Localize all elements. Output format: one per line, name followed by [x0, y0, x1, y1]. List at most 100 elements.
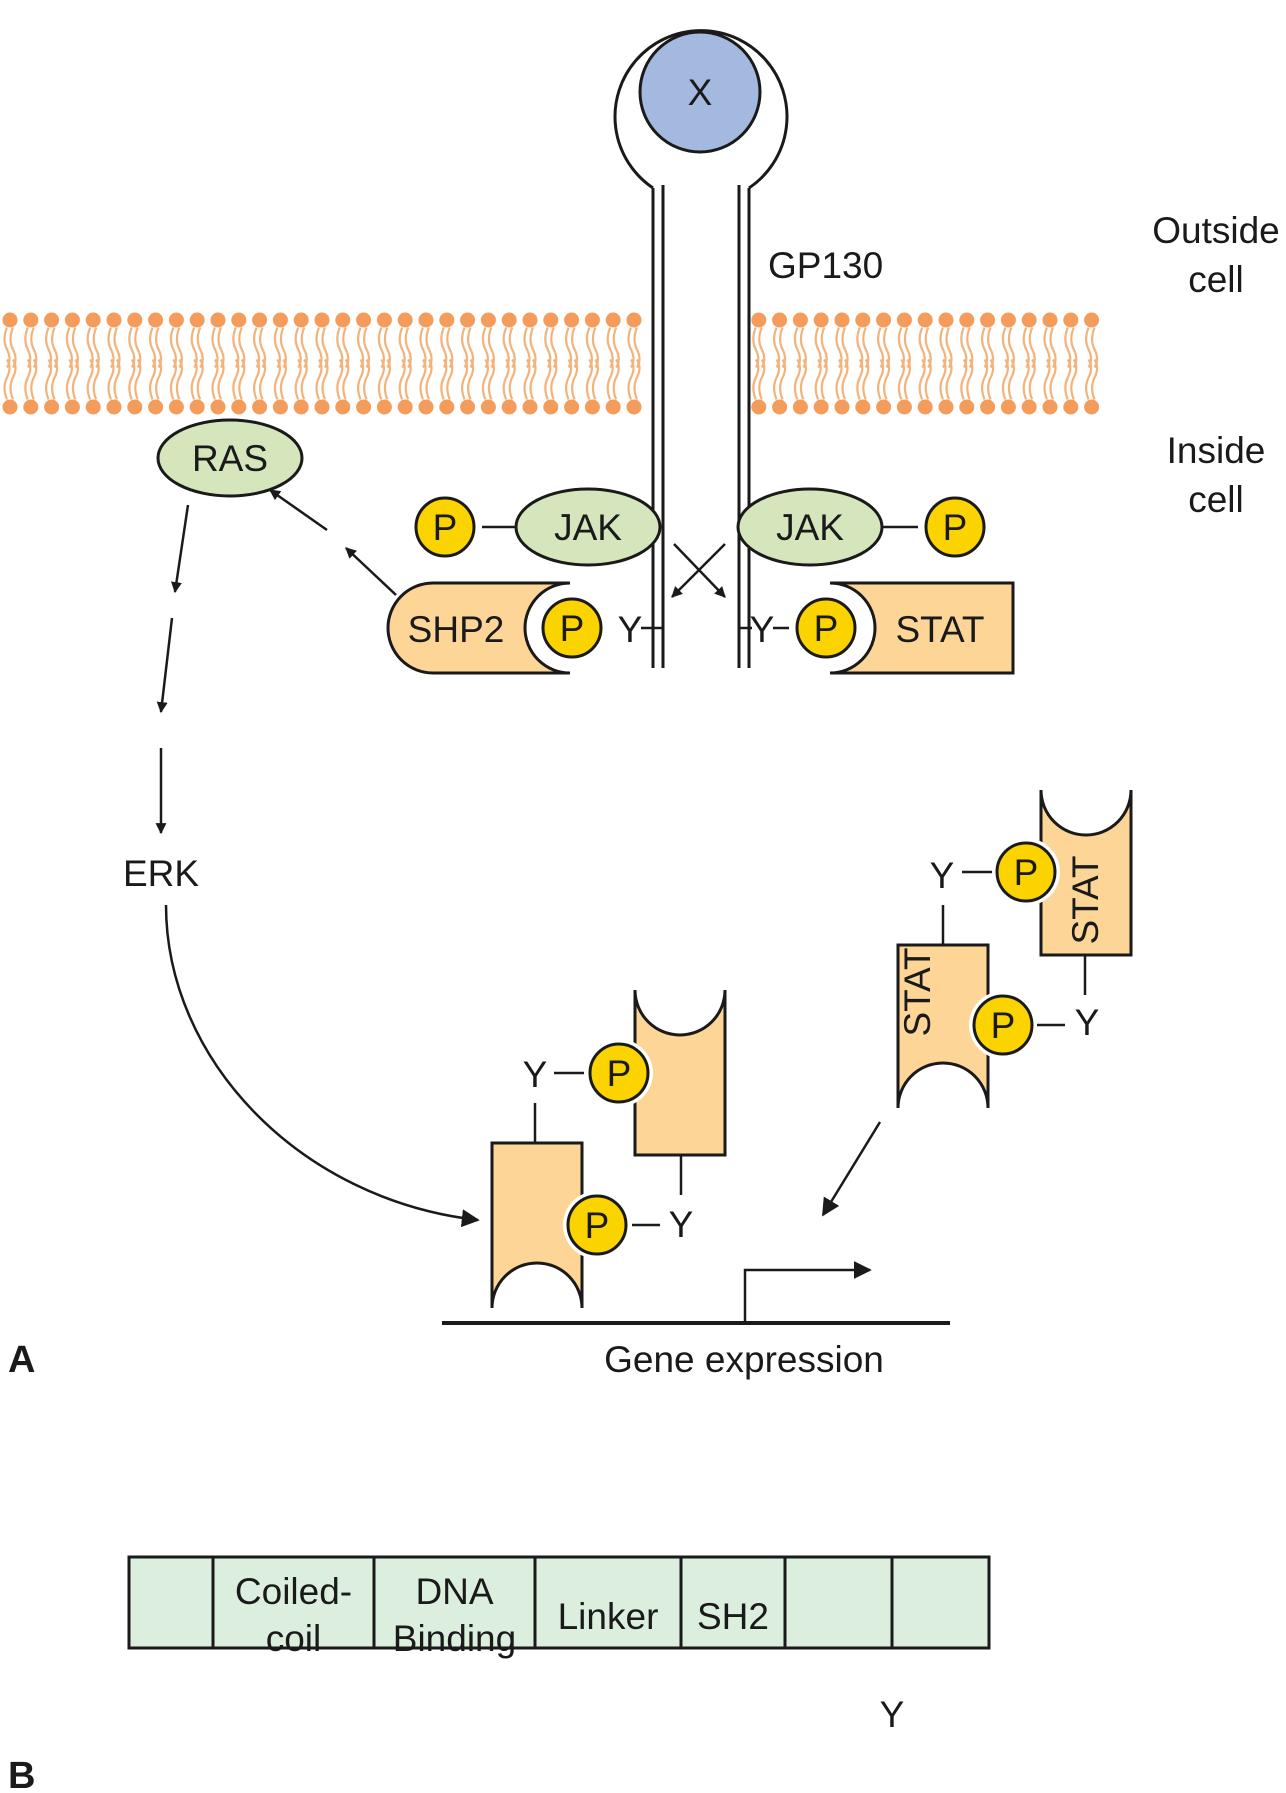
lipid-head — [148, 399, 164, 415]
gene-expression-label: Gene expression — [604, 1339, 884, 1380]
phosphate-label: P — [1014, 852, 1039, 893]
stat-label: STAT — [895, 609, 984, 650]
cascade-arrows — [155, 488, 882, 1228]
lipid-head — [543, 399, 559, 415]
lipid-head — [1042, 312, 1058, 328]
dna-dimer-tyrosine-2: Y — [669, 1204, 694, 1245]
phosphate-label: P — [607, 1053, 632, 1094]
lipid-head — [876, 312, 892, 328]
dna-dimer-tyrosine-1: Y — [523, 1054, 548, 1095]
lipid-head — [896, 399, 912, 415]
lipid-head — [1084, 399, 1100, 415]
lipid-head — [460, 399, 476, 415]
lipid-head — [252, 399, 268, 415]
inside-cell-label-line2: cell — [1188, 479, 1244, 520]
lipid-head — [980, 399, 996, 415]
lipid-head — [1000, 312, 1016, 328]
lipid-head — [959, 312, 975, 328]
lipid-head — [314, 399, 330, 415]
stat-domain-structure: Coiled-coil DNA Binding Linker SH2 — [127, 1555, 991, 1659]
lipid-head — [272, 399, 288, 415]
lipid-head — [896, 312, 912, 328]
lipid-head — [855, 399, 871, 415]
phosphate-label: P — [433, 507, 458, 548]
lipid-head — [418, 399, 434, 415]
lipid-head — [959, 399, 975, 415]
lipid-head — [584, 312, 600, 328]
lipid-head — [85, 312, 101, 328]
lipid-head — [376, 399, 392, 415]
lipid-head — [44, 399, 60, 415]
stat-dimer-dna-bound: Y Y — [490, 989, 727, 1309]
lipid-head — [127, 312, 143, 328]
lipid-head — [356, 399, 372, 415]
phosphate-circle — [541, 597, 603, 659]
lipid-head — [231, 399, 247, 415]
lipid-head — [189, 399, 205, 415]
ligand-label: X — [688, 72, 713, 113]
domain-segment: DNA Binding — [393, 1571, 516, 1659]
lipid-head — [1063, 399, 1079, 415]
phosphate-circle — [995, 841, 1057, 903]
lipid-head — [1021, 312, 1037, 328]
jak-left-label: JAK — [554, 507, 622, 548]
phosphate-label: P — [814, 608, 839, 649]
lipid-head — [1021, 399, 1037, 415]
panel-label-a: A — [8, 1339, 35, 1381]
lipid-head — [418, 312, 434, 328]
stat-dimer-lower-label: STAT — [897, 947, 938, 1036]
phosphate-circle — [972, 994, 1034, 1056]
domain-label-line2: Binding — [393, 1618, 516, 1659]
lipid-head — [917, 312, 933, 328]
lipid-head — [397, 312, 413, 328]
lipid-head — [293, 399, 309, 415]
lipid-head — [439, 399, 455, 415]
lipid-head — [210, 312, 226, 328]
lipid-head — [751, 399, 767, 415]
lipid-head — [356, 312, 372, 328]
shp2-node: SHP2 — [386, 581, 571, 675]
lipid-head — [314, 312, 330, 328]
phosphate-label: P — [943, 507, 968, 548]
lipid-head — [106, 312, 122, 328]
phosphate-circle — [414, 496, 476, 558]
domain-label: SH2 — [697, 1596, 769, 1637]
lipid-head — [272, 312, 288, 328]
jak-left: JAK — [482, 487, 662, 567]
lipid-head — [792, 312, 808, 328]
dimer-tyrosine-2: Y — [1075, 1002, 1100, 1043]
lipid-head — [876, 399, 892, 415]
lipid-head — [44, 312, 60, 328]
lipid-head — [855, 312, 871, 328]
domain-segment: Linker — [558, 1596, 659, 1637]
receptor-label: GP130 — [768, 245, 883, 286]
domain-segment: Coiled-coil — [235, 1571, 352, 1659]
lipid-head — [376, 312, 392, 328]
inside-cell-label-line1: Inside — [1167, 430, 1266, 471]
lipid-head — [335, 312, 351, 328]
stat-node: STAT — [829, 581, 1015, 675]
shp2-label: SHP2 — [408, 609, 505, 650]
ras-node: RAS — [156, 418, 304, 498]
lipid-head — [501, 399, 517, 415]
dimer-tyrosine-1: Y — [930, 855, 955, 896]
lipid-head — [980, 312, 996, 328]
domain-label-line1: DNA — [415, 1571, 493, 1612]
lipid-head — [252, 312, 268, 328]
lipid-head — [168, 399, 184, 415]
lipid-head — [23, 312, 39, 328]
lipid-head — [501, 312, 517, 328]
lipid-head — [626, 312, 642, 328]
phosphate-circle — [924, 496, 986, 558]
lipid-head — [751, 312, 767, 328]
phosphate-circle — [795, 597, 857, 659]
lipid-head — [938, 312, 954, 328]
lipid-head — [834, 399, 850, 415]
receptor-tyrosine-left: Y — [618, 609, 643, 650]
lipid-head — [480, 312, 496, 328]
lipid-head — [917, 399, 933, 415]
lipid-head — [792, 399, 808, 415]
lipid-head — [605, 399, 621, 415]
lipid-head — [938, 399, 954, 415]
